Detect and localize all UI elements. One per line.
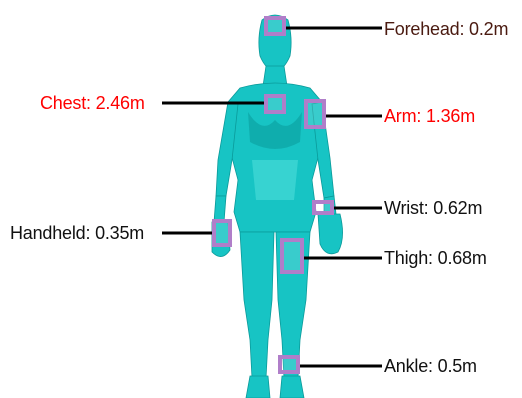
thigh-sensor-marker <box>282 240 302 272</box>
chest-sensor-marker <box>266 96 284 112</box>
right-hand <box>318 214 343 254</box>
chest-label: Chest: 2.46m <box>40 93 145 113</box>
arm-sensor-marker <box>306 101 324 127</box>
ankle-sensor-marker <box>280 357 298 372</box>
left-leg <box>240 232 274 378</box>
ankle-label: Ankle: 0.5m <box>384 356 477 376</box>
arm-label: Arm: 1.36m <box>384 106 475 126</box>
right-foot <box>280 376 304 398</box>
thigh-label: Thigh: 0.68m <box>384 248 487 268</box>
left-foot <box>246 376 270 398</box>
handheld-sensor-marker <box>214 221 230 245</box>
wrist-label: Wrist: 0.62m <box>384 198 482 218</box>
handheld-label: Handheld: 0.35m <box>10 223 144 243</box>
left-forearm <box>214 196 226 222</box>
forehead-sensor-marker <box>266 18 284 34</box>
wrist-sensor-marker <box>314 202 332 213</box>
abdomen-shade <box>252 160 298 200</box>
forehead-label: Forehead: 0.2m <box>384 19 508 39</box>
